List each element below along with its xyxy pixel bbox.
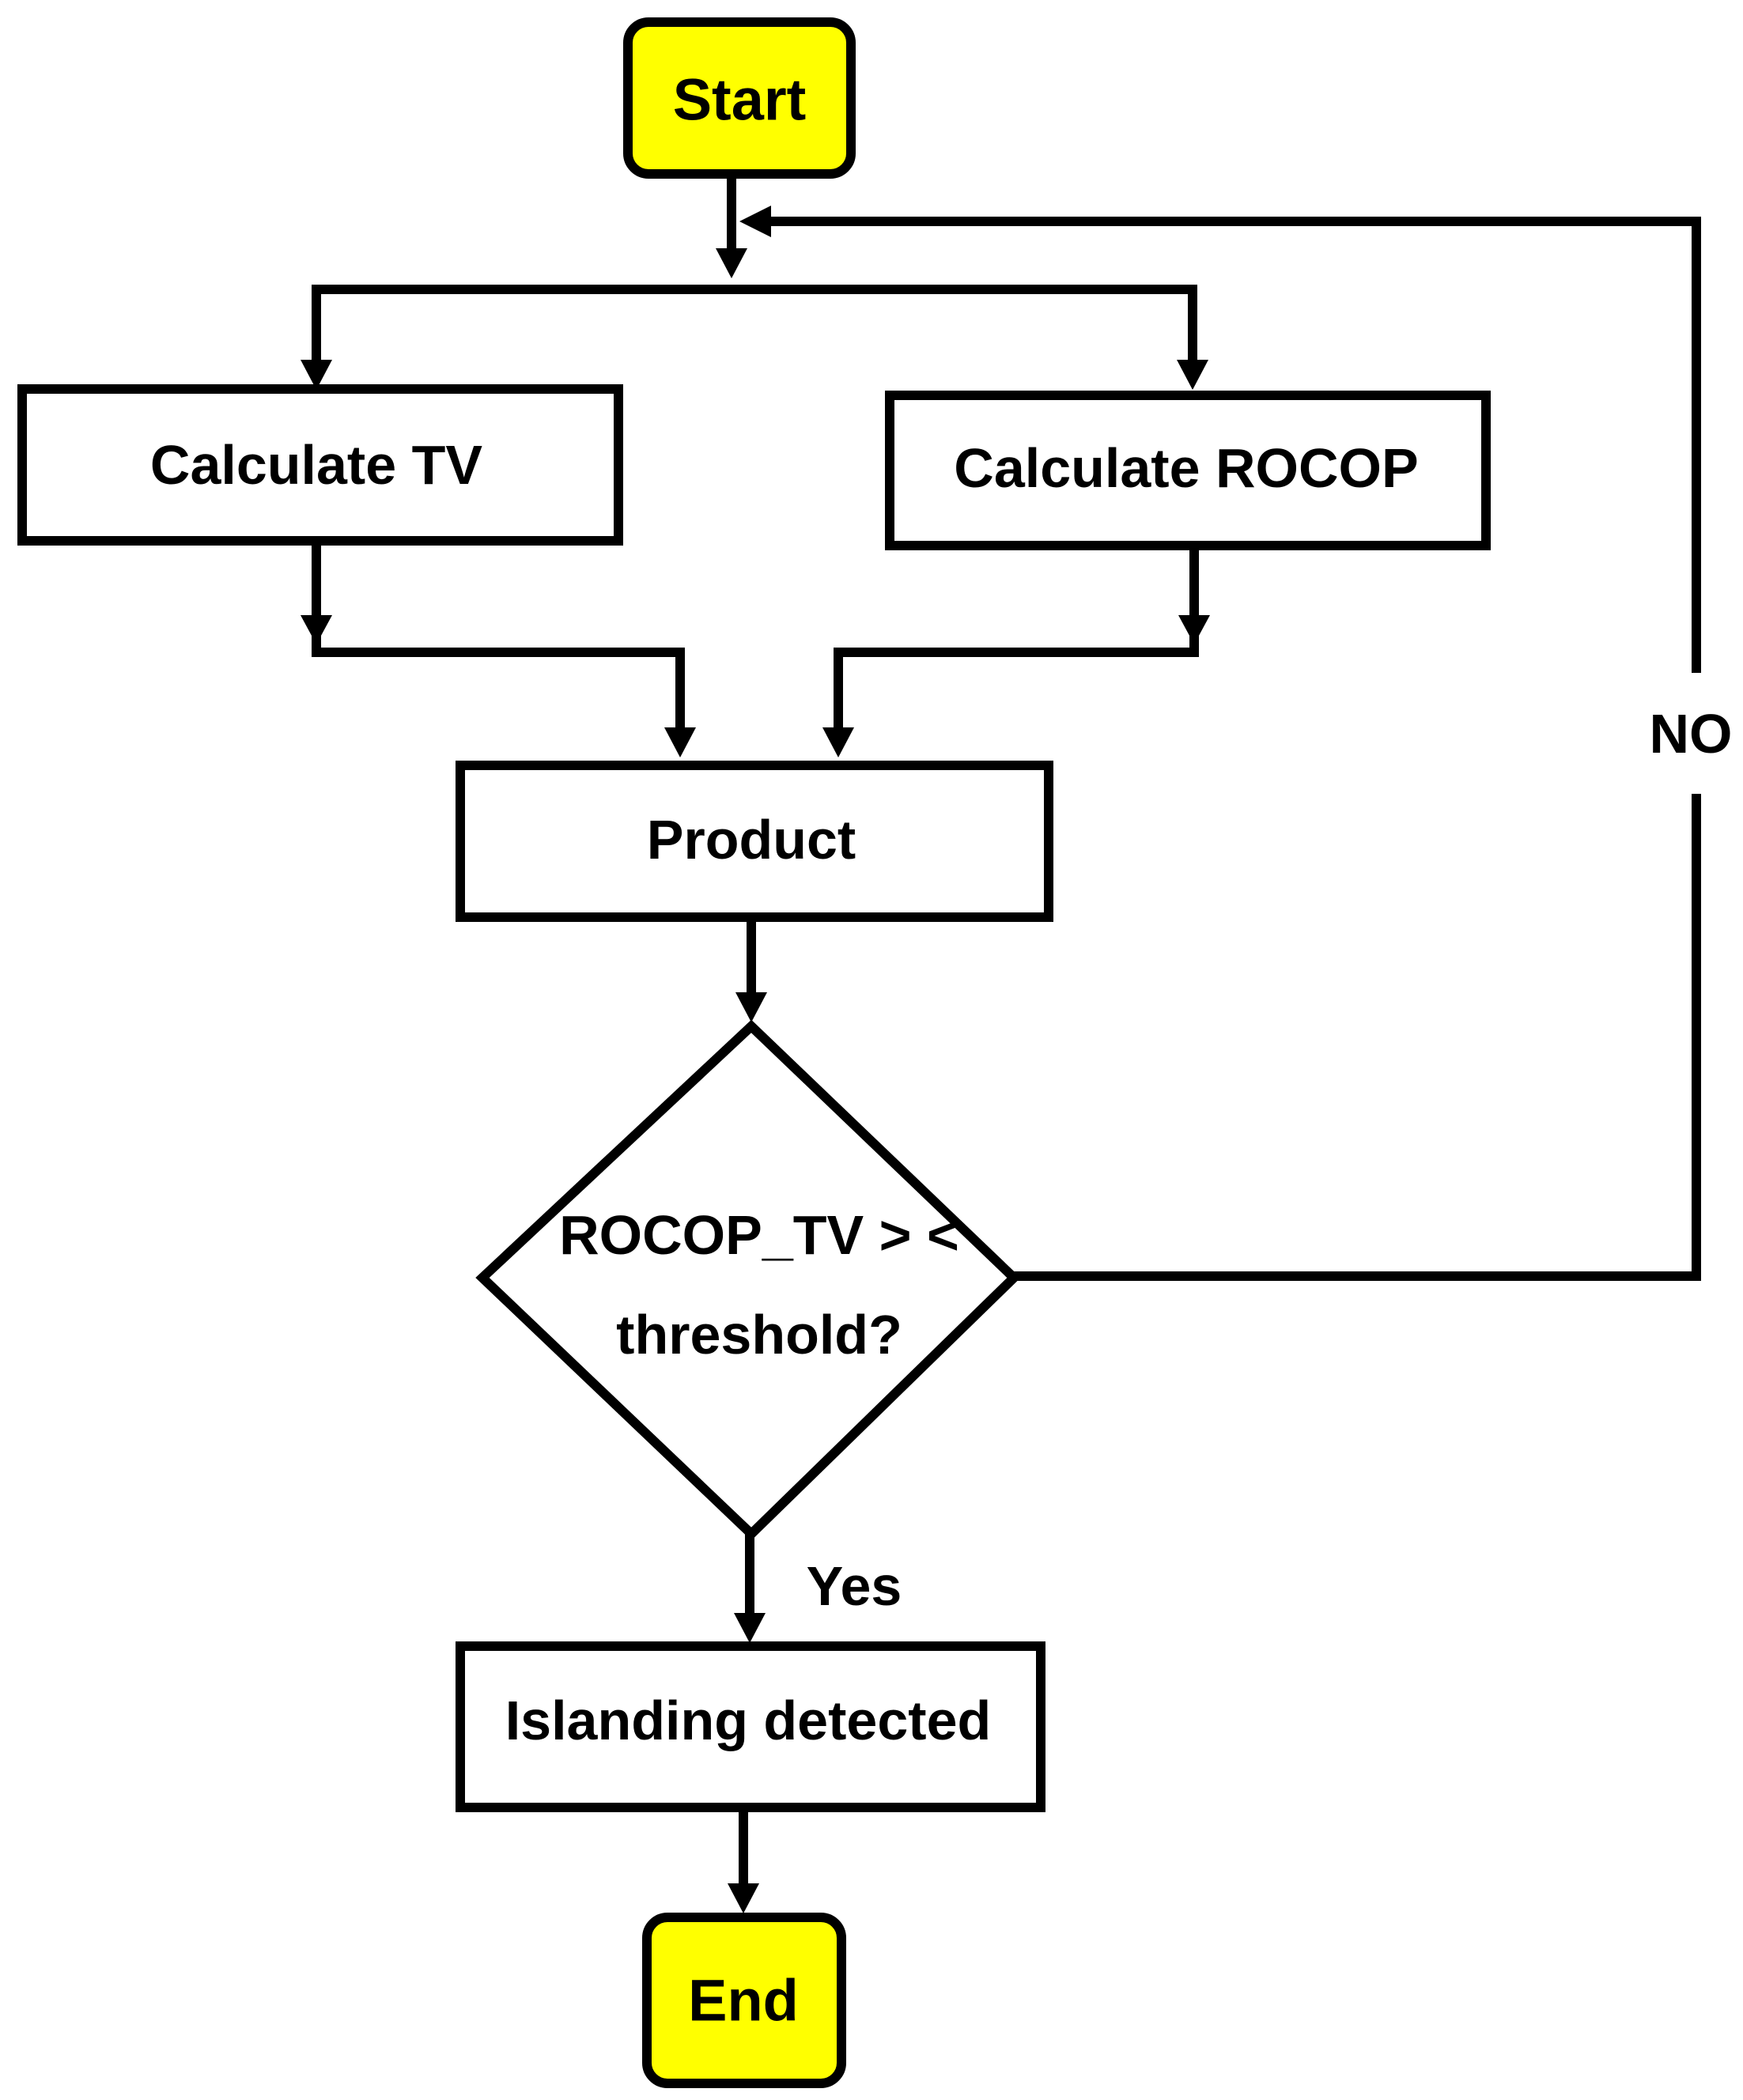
edge-tv-to-product [301, 539, 696, 757]
edge-rocop-to-product [822, 542, 1210, 757]
edge-islanding-to-end [728, 1802, 759, 1913]
start-label: Start [673, 67, 807, 133]
edge-product-to-decision [735, 912, 767, 1022]
calculate-rocop-label: Calculate ROCOP [954, 437, 1418, 499]
edge-split-bar [301, 285, 1208, 390]
start-node: Start [623, 17, 856, 179]
end-node: End [642, 1913, 846, 2088]
edge-start-to-split [716, 176, 747, 278]
calculate-tv-node: Calculate TV [17, 384, 623, 546]
edge-no-loop [739, 206, 1701, 1281]
islanding-detected-node: Islanding detected [456, 1641, 1045, 1812]
no-label: NO [1650, 703, 1733, 765]
islanding-detected-label: Islanding detected [505, 1690, 992, 1751]
product-node: Product [456, 761, 1053, 922]
end-label: End [688, 1968, 799, 2034]
product-label: Product [647, 809, 856, 871]
edge-decision-to-islanding [734, 1533, 766, 1643]
decision-node: ROCOP_TV > < threshold? [475, 1019, 1021, 1541]
calculate-rocop-node: Calculate ROCOP [885, 391, 1491, 550]
decision-label-line1: ROCOP_TV > < [559, 1204, 959, 1266]
decision-label-line2: threshold? [616, 1304, 902, 1365]
calculate-tv-label: Calculate TV [150, 434, 482, 496]
yes-label: Yes [807, 1555, 902, 1617]
